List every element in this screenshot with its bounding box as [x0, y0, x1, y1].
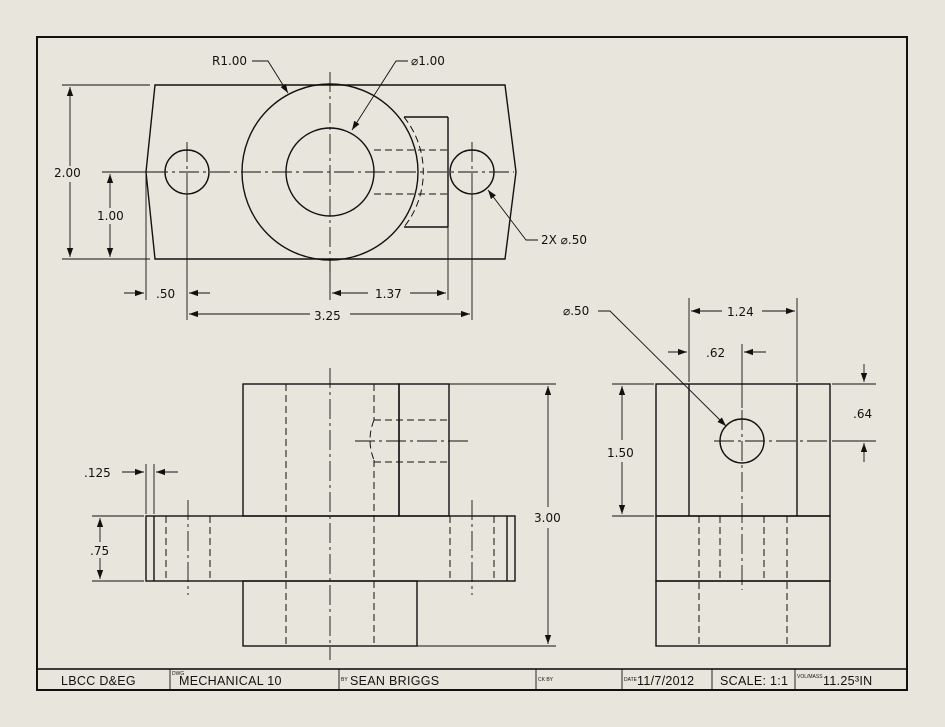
- side-upper-height-dim: 1.50: [607, 446, 634, 460]
- front-view: 3.00 .75 .125: [84, 368, 561, 660]
- title-by-label: BY: [341, 677, 348, 683]
- title-date-label: DATE: [624, 677, 638, 683]
- side-hole-height-dim: .64: [853, 407, 872, 421]
- side-hole-dia-dim: ⌀.50: [563, 304, 589, 318]
- front-flange-height-dim: .75: [90, 544, 109, 558]
- title-block: LBCC D&EG DWG MECHANICAL 10 BY SEAN BRIG…: [36, 668, 908, 691]
- top-view: 2.00 1.00 .50 1.37 3.25 R1.00 ⌀1.00 2X ⌀…: [54, 54, 587, 323]
- top-half-height-dim: 1.00: [97, 209, 124, 223]
- top-height-dim: 2.00: [54, 166, 81, 180]
- title-school: LBCC D&EG: [61, 674, 136, 688]
- title-volume: 11.25³IN: [823, 674, 872, 688]
- top-hole-offset-dim: .50: [156, 287, 175, 301]
- front-offset-dim: .125: [84, 466, 111, 480]
- title-ckby-label: CK BY: [538, 677, 554, 683]
- top-boss-offset-dim: 1.37: [375, 287, 402, 301]
- title-date: 11/7/2012: [637, 674, 694, 688]
- side-view: 1.24 .62 .64 1.50 ⌀.50: [563, 298, 876, 647]
- top-bore-dia-dim: ⌀1.00: [411, 54, 445, 68]
- title-scale: SCALE: 1:1: [720, 674, 788, 688]
- title-drawing-name: MECHANICAL 10: [179, 674, 282, 688]
- side-width-dim: 1.24: [727, 305, 754, 319]
- top-width-dim: 3.25: [314, 309, 341, 323]
- title-author: SEAN BRIGGS: [350, 674, 439, 688]
- title-vol-label: VOL/MASS: [797, 674, 823, 680]
- side-hole-center-dim: .62: [706, 346, 725, 360]
- sheet-border: [36, 36, 908, 691]
- front-height-dim: 3.00: [534, 511, 561, 525]
- title-dwg-label: DWG: [172, 671, 184, 677]
- top-radius-dim: R1.00: [212, 54, 247, 68]
- top-holes-dim: 2X ⌀.50: [541, 233, 587, 247]
